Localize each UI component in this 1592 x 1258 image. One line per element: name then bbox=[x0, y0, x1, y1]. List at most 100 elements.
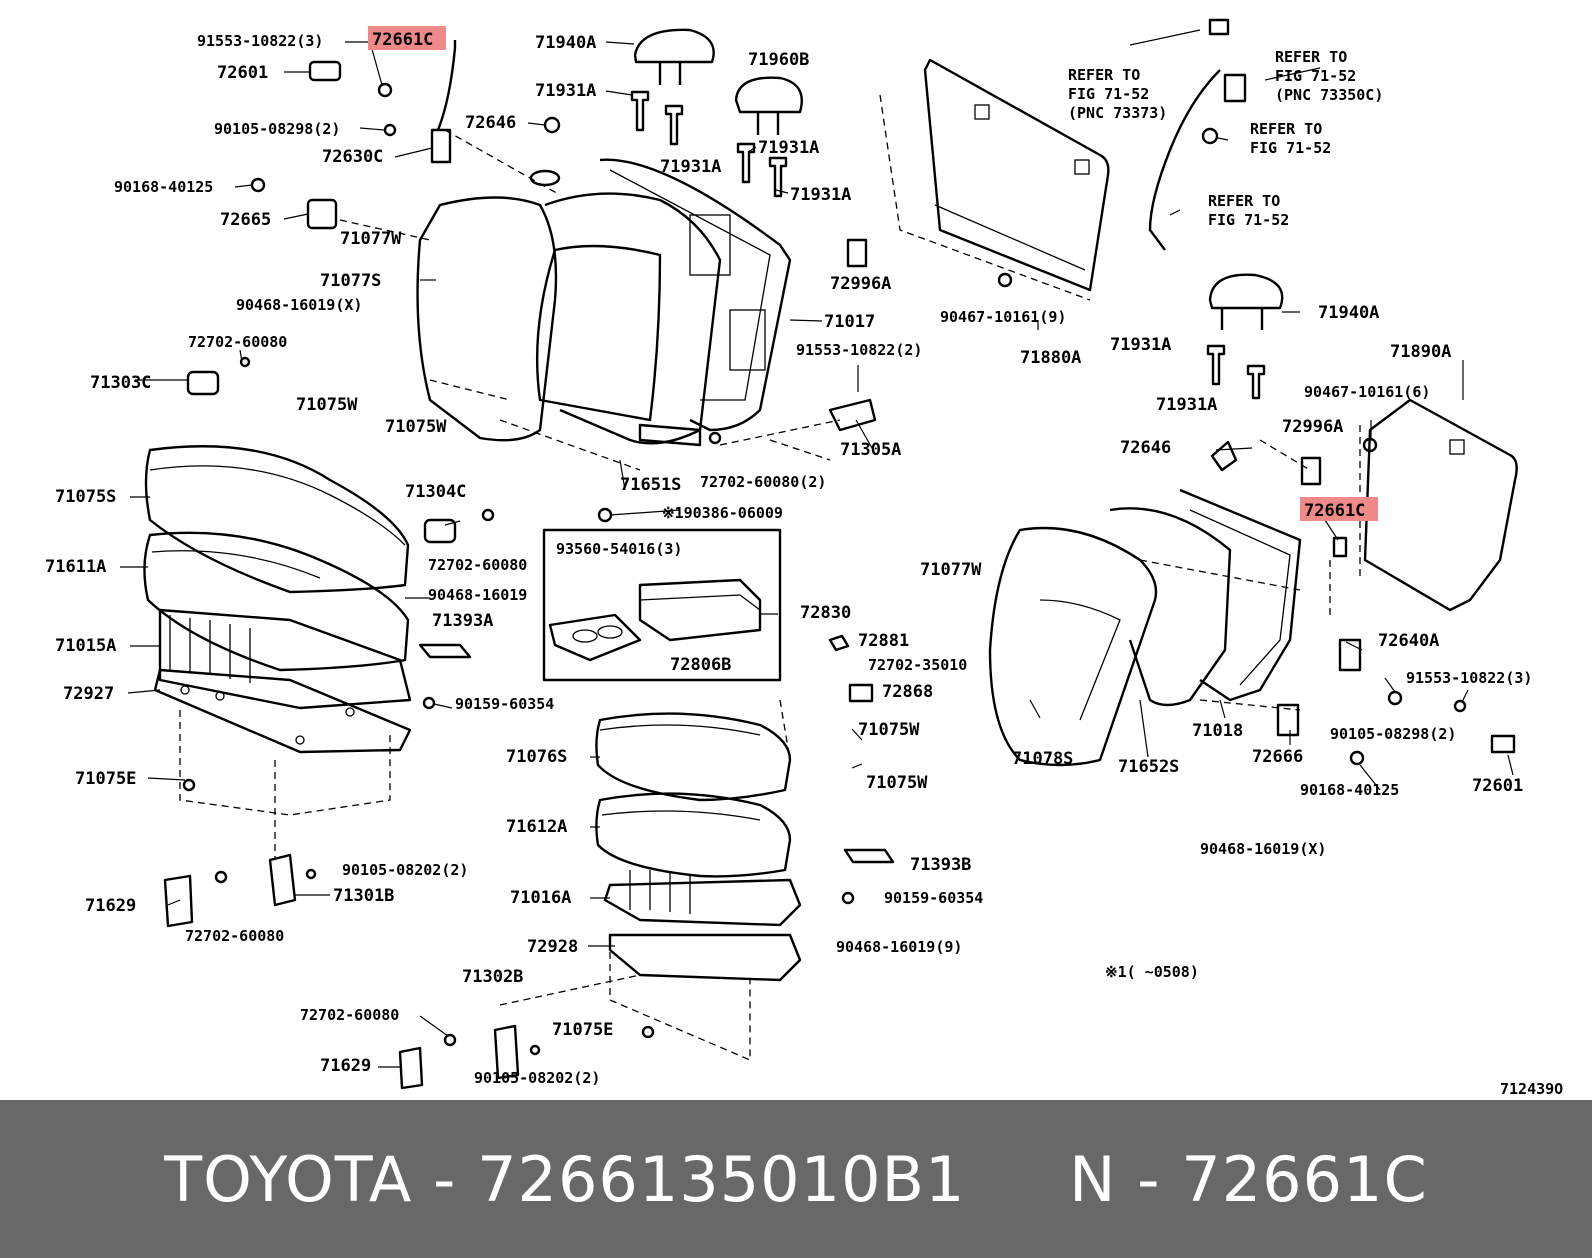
label: 71075W bbox=[385, 417, 447, 437]
pnc-prefix: N bbox=[1069, 1142, 1117, 1216]
label: 72996A bbox=[1282, 417, 1343, 437]
back-panel-71890a bbox=[1363, 398, 1518, 612]
label: 90468-16019(9) bbox=[836, 938, 962, 956]
label: 90159-60354 bbox=[884, 889, 983, 907]
label: 90168-40125 bbox=[114, 178, 213, 196]
label: 72830 bbox=[800, 603, 851, 623]
refer-to-note: REFER TO bbox=[1208, 192, 1280, 210]
refer-to-note: REFER TO bbox=[1275, 48, 1347, 66]
label: 72702-60080 bbox=[300, 1006, 399, 1024]
label-72661c-highlighted: 72661C bbox=[1304, 501, 1365, 521]
label: 71075E bbox=[75, 769, 136, 789]
label: 71076S bbox=[506, 747, 567, 767]
label-72661c-highlighted: 72661C bbox=[372, 30, 433, 50]
label: 71075W bbox=[296, 395, 358, 415]
label: 71629 bbox=[85, 896, 136, 916]
label: 91553-10822(3) bbox=[1406, 669, 1532, 687]
label: 90467-10161(9) bbox=[940, 308, 1066, 326]
part-number: 7266135010B1 bbox=[477, 1142, 966, 1216]
label: 71075E bbox=[552, 1020, 613, 1040]
refer-to-note: FIG 71-52 bbox=[1250, 139, 1331, 157]
separator: - bbox=[1116, 1142, 1182, 1216]
refer-to-note: (PNC 73373) bbox=[1068, 104, 1167, 122]
label: 71931A bbox=[758, 138, 819, 158]
label: 71931A bbox=[1110, 335, 1171, 355]
label: 71651S bbox=[620, 475, 681, 495]
part-info-footer: TOYOTA - 7266135010B1 N - 72661C bbox=[0, 1100, 1592, 1258]
label: 90168-40125 bbox=[1300, 781, 1399, 799]
label: 72881 bbox=[858, 631, 909, 651]
label: 71301B bbox=[333, 886, 394, 906]
refer-to-note: FIG 71-52 bbox=[1275, 67, 1356, 85]
label: 72640A bbox=[1378, 631, 1439, 651]
spacer bbox=[966, 1143, 1070, 1216]
refer-to-note: FIG 71-52 bbox=[1068, 85, 1149, 103]
brand-name: TOYOTA bbox=[164, 1142, 413, 1216]
dashed-relation-lines bbox=[179, 94, 1361, 1061]
label: 71890A bbox=[1390, 342, 1451, 362]
label: 72702-60080 bbox=[428, 556, 527, 574]
label: 71016A bbox=[510, 888, 571, 908]
label: 71880A bbox=[1020, 348, 1081, 368]
label: 72702-60080(2) bbox=[700, 473, 826, 491]
label: 72927 bbox=[63, 684, 114, 704]
label: 71629 bbox=[320, 1056, 371, 1076]
label: 72996A bbox=[830, 274, 891, 294]
label: 71075W bbox=[866, 773, 928, 793]
label: 72702-60080 bbox=[188, 333, 287, 351]
label: 71931A bbox=[790, 185, 851, 205]
label: 90468-16019 bbox=[428, 586, 527, 604]
label: ※190386-06009 bbox=[662, 504, 783, 522]
pnc-code: 72661C bbox=[1181, 1142, 1428, 1216]
label: 91553-10822(2) bbox=[796, 341, 922, 359]
label: 93560-54016(3) bbox=[556, 540, 682, 558]
label: 72702-35010 bbox=[868, 656, 967, 674]
label: 90468-16019(X) bbox=[1200, 840, 1326, 858]
label: 71931A bbox=[535, 81, 596, 101]
label: 712439O bbox=[1500, 1080, 1563, 1098]
label: 71612A bbox=[506, 817, 567, 837]
label: 90105-08298(2) bbox=[1330, 725, 1456, 743]
label: 71075S bbox=[55, 487, 116, 507]
label: 71611A bbox=[45, 557, 106, 577]
refer-to-note: REFER TO bbox=[1068, 66, 1140, 84]
label: 71075W bbox=[858, 720, 920, 740]
label: 71652S bbox=[1118, 757, 1179, 777]
label: 72601 bbox=[217, 63, 268, 83]
headrest-supports bbox=[630, 90, 1266, 400]
headrest-71940a-right bbox=[1208, 273, 1284, 330]
label: 72646 bbox=[465, 113, 516, 133]
seat-belt bbox=[1148, 18, 1247, 251]
seat-back-left bbox=[416, 158, 792, 447]
seat-cushion-left bbox=[143, 445, 412, 754]
label: 91553-10822(3) bbox=[197, 32, 323, 50]
label: 90159-60354 bbox=[455, 695, 554, 713]
label: 72630C bbox=[322, 147, 383, 167]
label: 71960B bbox=[748, 50, 809, 70]
label: 72646 bbox=[1120, 438, 1171, 458]
label: 71018 bbox=[1192, 721, 1243, 741]
highlight-72661c-top bbox=[368, 26, 446, 50]
label: 72868 bbox=[882, 682, 933, 702]
refer-to-note: (PNC 73350C) bbox=[1275, 86, 1383, 104]
refer-to-note: REFER TO bbox=[1250, 120, 1322, 138]
label: 71077W bbox=[920, 560, 982, 580]
headrest-71960b bbox=[734, 76, 803, 135]
label: ※1( ~0508) bbox=[1105, 963, 1199, 981]
seat-cushion-middle bbox=[595, 712, 802, 982]
seat-back-right bbox=[988, 488, 1362, 767]
label: 72601 bbox=[1472, 776, 1523, 796]
label: 71078S bbox=[1012, 749, 1073, 769]
label: 71931A bbox=[1156, 395, 1217, 415]
label: 72702-60080 bbox=[185, 927, 284, 945]
label: 72928 bbox=[527, 937, 578, 957]
refer-to-note: FIG 71-52 bbox=[1208, 211, 1289, 229]
leader-lines bbox=[120, 29, 1514, 1068]
highlight-72661c-right bbox=[1300, 497, 1378, 521]
label: 71393A bbox=[432, 611, 493, 631]
label: 71017 bbox=[824, 312, 875, 332]
reference-notes: REFER TO FIG 71-52 (PNC 73373) REFER TO … bbox=[1068, 48, 1383, 229]
label: 71305A bbox=[840, 440, 901, 460]
label: 71931A bbox=[660, 157, 721, 177]
label: 90105-08298(2) bbox=[214, 120, 340, 138]
